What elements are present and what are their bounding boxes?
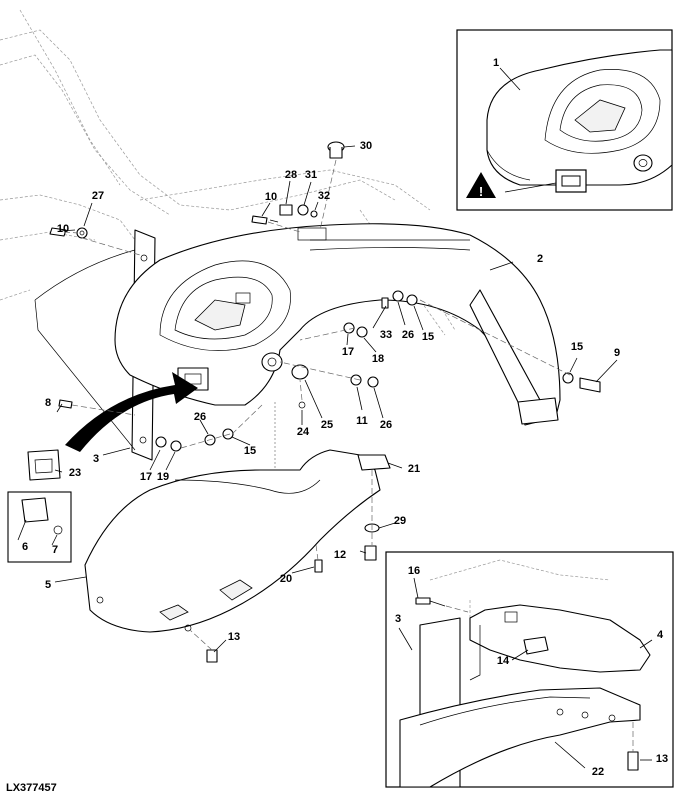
callout-25: 25 (321, 419, 333, 431)
inner-liner (84, 449, 381, 633)
callout-5: 5 (45, 579, 51, 591)
assembly-lines (63, 159, 571, 651)
callout-20: 20 (280, 573, 292, 585)
callout-9: 9 (614, 347, 620, 359)
callout-30: 30 (360, 140, 372, 152)
callout-13b: 13 (656, 753, 668, 765)
callout-13a: 13 (228, 631, 240, 643)
callout-19: 19 (157, 471, 169, 483)
callout-10a: 10 (57, 223, 69, 235)
callout-2: 2 (537, 253, 543, 265)
main-fender (114, 223, 561, 426)
callout-3: 3 (93, 453, 99, 465)
callout-14: 14 (497, 655, 510, 667)
callout-6: 6 (22, 541, 28, 553)
callout-8: 8 (45, 397, 51, 409)
callout-7: 7 (52, 544, 58, 556)
callout-22: 22 (592, 766, 604, 778)
callout-23: 23 (69, 467, 81, 479)
callout-31: 31 (305, 169, 317, 181)
direction-arrow (65, 372, 198, 452)
callout-16: 16 (408, 565, 420, 577)
callout-26c: 26 (402, 329, 414, 341)
figure-code: LX377457 (6, 782, 57, 794)
callout-3-inset: 3 (395, 613, 401, 625)
callout-32: 32 (318, 190, 330, 202)
callout-11: 11 (356, 415, 368, 427)
callout-15c: 15 (571, 341, 583, 353)
warning-icon: ! (479, 184, 483, 199)
callout-15b: 15 (422, 331, 434, 343)
callout-labels: 1 2 3 3 4 5 6 7 8 9 10 10 11 12 13 13 14… (22, 57, 668, 778)
callout-1: 1 (493, 57, 499, 69)
callout-12: 12 (334, 549, 346, 561)
inset-fender-warning: ! (456, 29, 673, 211)
clip-parts (7, 449, 72, 563)
callout-18: 18 (372, 353, 384, 365)
callout-10b: 10 (265, 191, 277, 203)
leader-lines (17, 145, 618, 653)
callout-17a: 17 (140, 471, 152, 483)
callout-21: 21 (408, 463, 420, 475)
callout-26b: 26 (380, 419, 392, 431)
callout-27: 27 (92, 190, 104, 202)
inset-bracket (385, 551, 674, 788)
callout-4: 4 (657, 629, 664, 641)
callout-28: 28 (285, 169, 297, 181)
callout-24: 24 (297, 426, 310, 438)
callout-15a: 15 (244, 445, 256, 457)
callout-26a: 26 (194, 411, 206, 423)
callout-17b: 17 (342, 346, 354, 358)
callout-29: 29 (394, 515, 406, 527)
callout-33: 33 (380, 329, 392, 341)
